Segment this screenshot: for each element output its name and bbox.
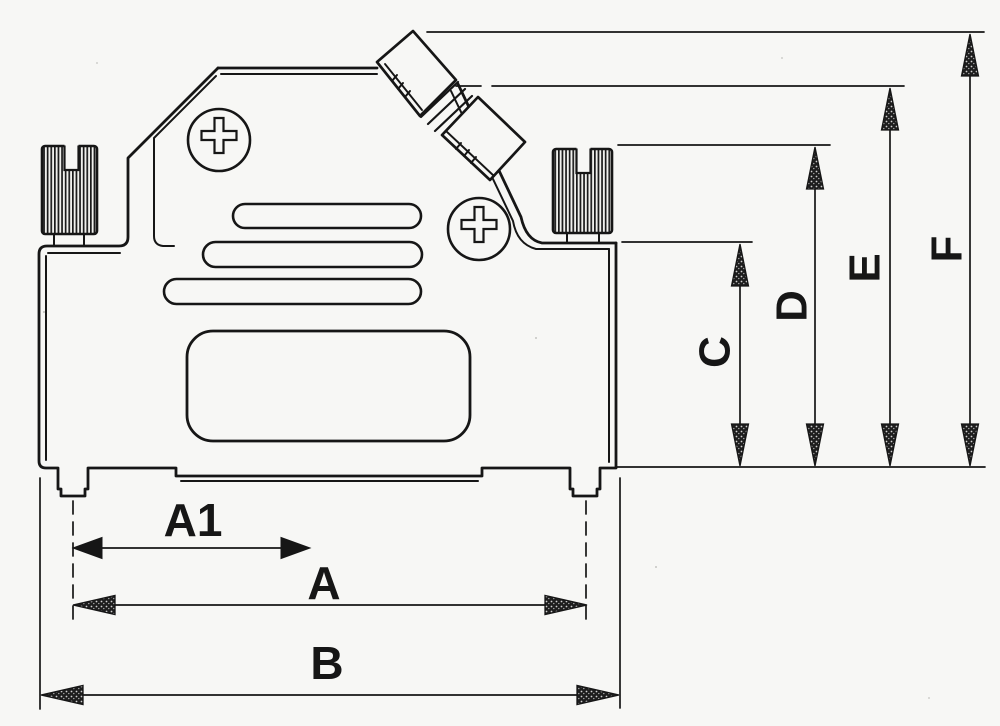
- dimension-label-c: C: [690, 336, 739, 368]
- vertical-dimensions: [426, 31, 986, 468]
- dimension-label-e: E: [840, 253, 889, 282]
- b-arrow-left: [40, 684, 84, 706]
- vent-slots: [162, 202, 472, 443]
- a1-arrow-left: [71, 536, 103, 560]
- dimension-label-a: A: [307, 557, 340, 609]
- connector-recess: [185, 329, 472, 443]
- cable-clamp-nut-edge: [384, 63, 423, 111]
- hood-shell: [37, 66, 618, 498]
- cable-clamp-nut: [375, 29, 458, 118]
- dimension-A: [72, 594, 588, 616]
- left-thumbscrew-slot-outline: [63, 145, 80, 172]
- c-arrow-down: [730, 423, 750, 467]
- right-thumbscrew-slot: [576, 146, 591, 174]
- cable-clamp-body: [440, 95, 527, 182]
- vent-slot-2: [201, 240, 424, 269]
- hood-outline: [37, 66, 618, 498]
- hood-fold-inner: [153, 75, 217, 247]
- dimension-D: [617, 144, 831, 467]
- a-arrow-right: [544, 594, 588, 616]
- e-arrow-down: [880, 423, 900, 467]
- d-arrow-down: [805, 423, 825, 467]
- e-arrow-up: [880, 87, 900, 131]
- dimension-label-d: D: [767, 290, 816, 322]
- paper-speckles: [42, 57, 930, 699]
- dimension-A1: [71, 536, 312, 560]
- a-arrow-left: [72, 594, 116, 616]
- phillips-screw-left: [186, 107, 252, 173]
- right-thumbscrew-legs: [566, 234, 600, 242]
- dimension-label-b: B: [310, 637, 343, 689]
- c-arrow-up: [730, 243, 750, 287]
- right-thumbscrew: [551, 146, 614, 242]
- phillips-cross-icon: [200, 116, 238, 155]
- left-thumbscrew-legs: [53, 235, 85, 245]
- cable-clamp-ring: [419, 80, 474, 133]
- phillips-cross-icon: [460, 205, 498, 244]
- dimension-C: [621, 241, 753, 467]
- b-arrow-right: [576, 684, 620, 706]
- f-arrow-up: [960, 33, 980, 77]
- vent-slot-1: [231, 202, 423, 230]
- cable-clamp-body-knurl: [455, 142, 477, 164]
- left-thumbscrew: [40, 143, 99, 245]
- right-thumbscrew-slot-outline: [575, 148, 592, 175]
- d-arrow-up: [805, 146, 825, 190]
- dimension-F: [426, 31, 985, 467]
- a1-arrow-right: [280, 536, 312, 560]
- vent-slot-3: [162, 277, 423, 306]
- dimension-label-f: F: [922, 236, 971, 263]
- hood-chamfer-inner: [450, 90, 610, 250]
- f-arrow-down: [960, 423, 980, 467]
- dimension-label-a1: A1: [164, 494, 223, 546]
- dimension-B: [40, 684, 620, 706]
- horizontal-dimensions: [39, 477, 621, 710]
- dimension-E: [455, 85, 905, 467]
- hood-left-inner: [45, 252, 121, 461]
- cable-clamp-body-edge: [445, 130, 495, 177]
- phillips-screw-right: [446, 196, 512, 262]
- left-thumbscrew-slot: [64, 143, 79, 171]
- hood-chamfer-outer: [456, 82, 618, 245]
- cable-clamp: [375, 29, 527, 182]
- cable-clamp-nut-knurl: [391, 74, 411, 98]
